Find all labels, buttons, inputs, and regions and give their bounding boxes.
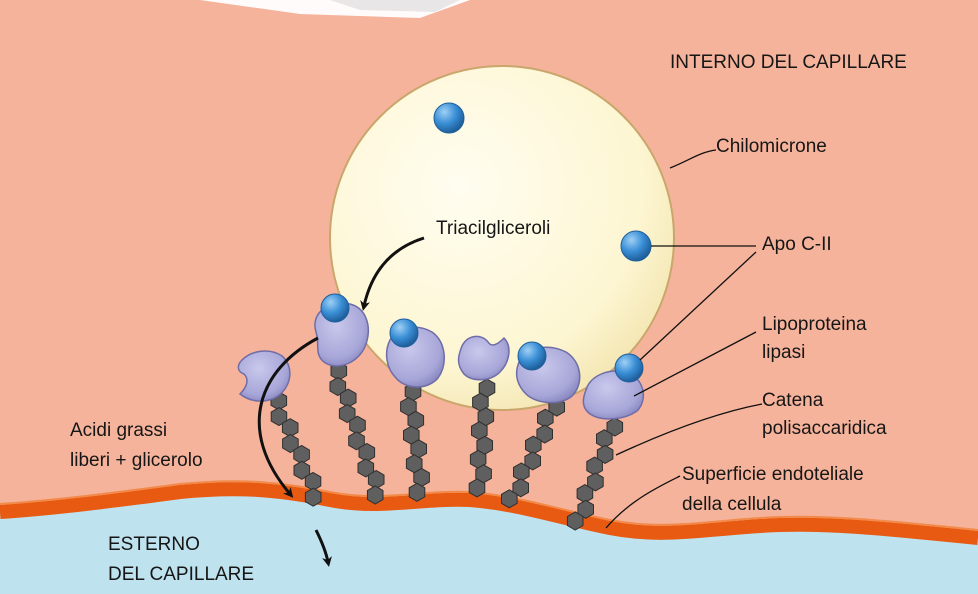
fatty-acids-label-line1: Acidi grassi xyxy=(70,416,167,446)
hexagon-unit xyxy=(409,483,425,501)
surface-label-line1: Superficie endoteliale xyxy=(682,460,864,490)
hexagon-unit xyxy=(305,488,321,506)
apo-c2-sphere xyxy=(518,342,546,370)
apo-c2-sphere xyxy=(434,103,464,133)
hexagon-unit xyxy=(469,479,485,497)
chain-label-line1: Catena xyxy=(762,386,823,416)
hexagon-unit xyxy=(567,512,583,530)
surface-label-line2: della cellula xyxy=(682,490,781,520)
apo-c2-sphere xyxy=(621,231,651,261)
hexagon-unit xyxy=(526,436,542,454)
hexagon-unit xyxy=(538,409,554,427)
exterior-label-line1: ESTERNO xyxy=(108,530,200,560)
fatty-acids-label-line2: liberi + glicerolo xyxy=(70,446,203,476)
hexagon-unit xyxy=(294,446,310,464)
lipase-label-line2: lipasi xyxy=(762,338,805,368)
interior-label: INTERNO DEL CAPILLARE xyxy=(670,48,907,78)
hexagon-unit xyxy=(368,471,384,489)
chylomicron-label: Chilomicrone xyxy=(716,132,827,162)
hexagon-unit xyxy=(367,486,383,504)
chain-label-line2: polisaccaridica xyxy=(762,414,887,444)
apo-c2-sphere xyxy=(390,319,418,347)
triacylglycerols-label: Triacilgliceroli xyxy=(436,214,550,244)
hexagon-unit xyxy=(514,463,530,481)
apo-c2-sphere xyxy=(321,294,349,322)
hexagon-unit xyxy=(340,389,356,407)
exterior-label-line2: DEL CAPILLARE xyxy=(108,560,254,590)
hexagon-unit xyxy=(597,430,613,448)
hexagon-unit xyxy=(350,416,366,434)
apo-c2-sphere xyxy=(615,354,643,382)
hexagon-unit xyxy=(587,457,603,475)
hexagon-unit xyxy=(577,485,593,503)
hexagon-unit xyxy=(282,419,298,437)
hexagon-unit xyxy=(359,443,375,461)
hexagon-unit xyxy=(502,490,518,508)
lipase-label-line1: Lipoproteina xyxy=(762,310,867,340)
apo-label: Apo C-II xyxy=(762,230,832,260)
hexagon-unit xyxy=(305,472,321,490)
